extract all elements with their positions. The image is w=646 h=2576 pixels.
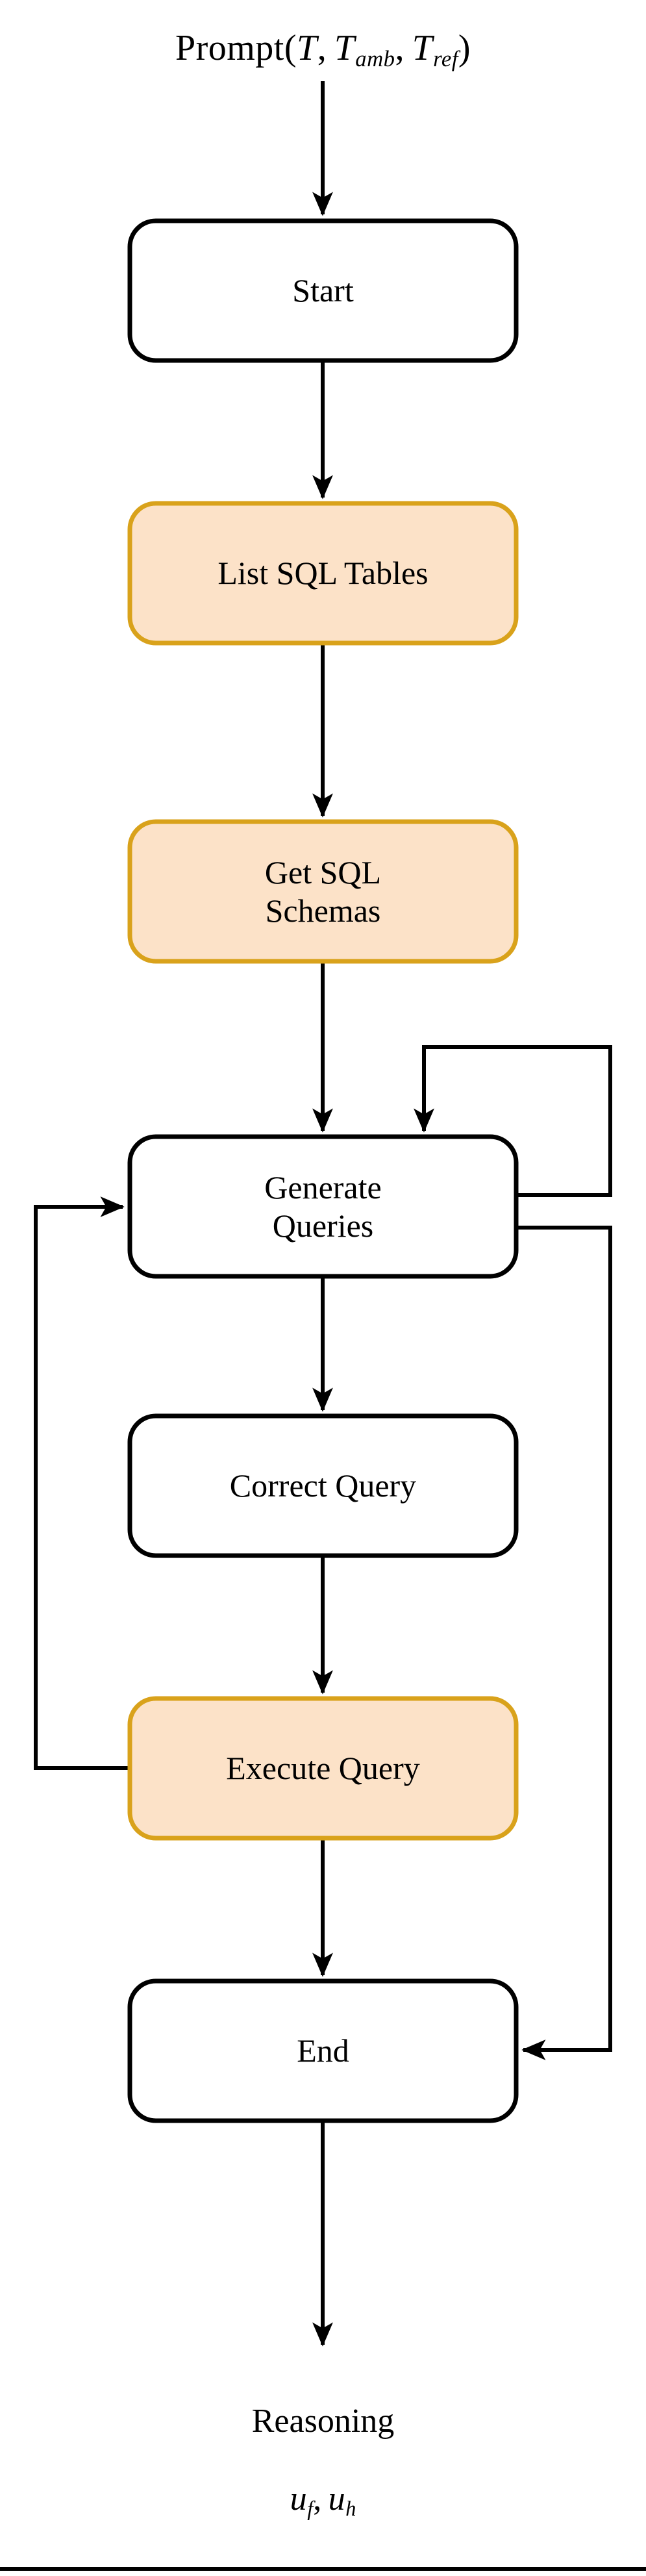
prompt-arg-2-base: T bbox=[412, 28, 433, 68]
node-list-sql-tables[interactable] bbox=[127, 501, 519, 646]
node-get-sql-schemas[interactable] bbox=[127, 819, 519, 964]
prompt-separator-1: , bbox=[395, 28, 405, 68]
edge-execute-query-to-generate-queries bbox=[34, 1196, 130, 1770]
edge-generate-queries-self-loop bbox=[414, 1045, 612, 1197]
output-1-sub: h bbox=[345, 2497, 356, 2521]
prompt-expression: Prompt(T, Tamb, Tref) bbox=[0, 29, 646, 71]
output-0-base: u bbox=[290, 2481, 307, 2518]
prompt-close-paren: ) bbox=[458, 28, 471, 68]
bottom-rule-divider bbox=[0, 2567, 646, 2571]
prompt-separator-0: , bbox=[317, 28, 327, 68]
edge-generate-queries-to-end bbox=[516, 1226, 612, 2060]
prompt-arg-0-base: T bbox=[297, 28, 317, 68]
reasoning-outputs-expression: uf, uh bbox=[0, 2481, 646, 2520]
node-execute-query[interactable] bbox=[127, 1696, 519, 1841]
output-separator: , bbox=[313, 2481, 322, 2518]
output-0-sub: f bbox=[307, 2497, 314, 2521]
prompt-arg-1-base: T bbox=[334, 28, 355, 68]
prompt-open-paren: ( bbox=[284, 28, 297, 68]
node-end[interactable] bbox=[127, 1978, 519, 2123]
reasoning-label: Reasoning bbox=[251, 2403, 395, 2440]
node-start[interactable] bbox=[127, 218, 519, 363]
prompt-arg-1-sub: amb bbox=[355, 45, 395, 71]
output-1-base: u bbox=[328, 2481, 345, 2518]
prompt-function-name: Prompt bbox=[175, 28, 284, 68]
prompt-arg-2-sub: ref bbox=[433, 45, 458, 71]
node-correct-query[interactable] bbox=[127, 1413, 519, 1558]
node-generate-queries[interactable] bbox=[127, 1134, 519, 1279]
